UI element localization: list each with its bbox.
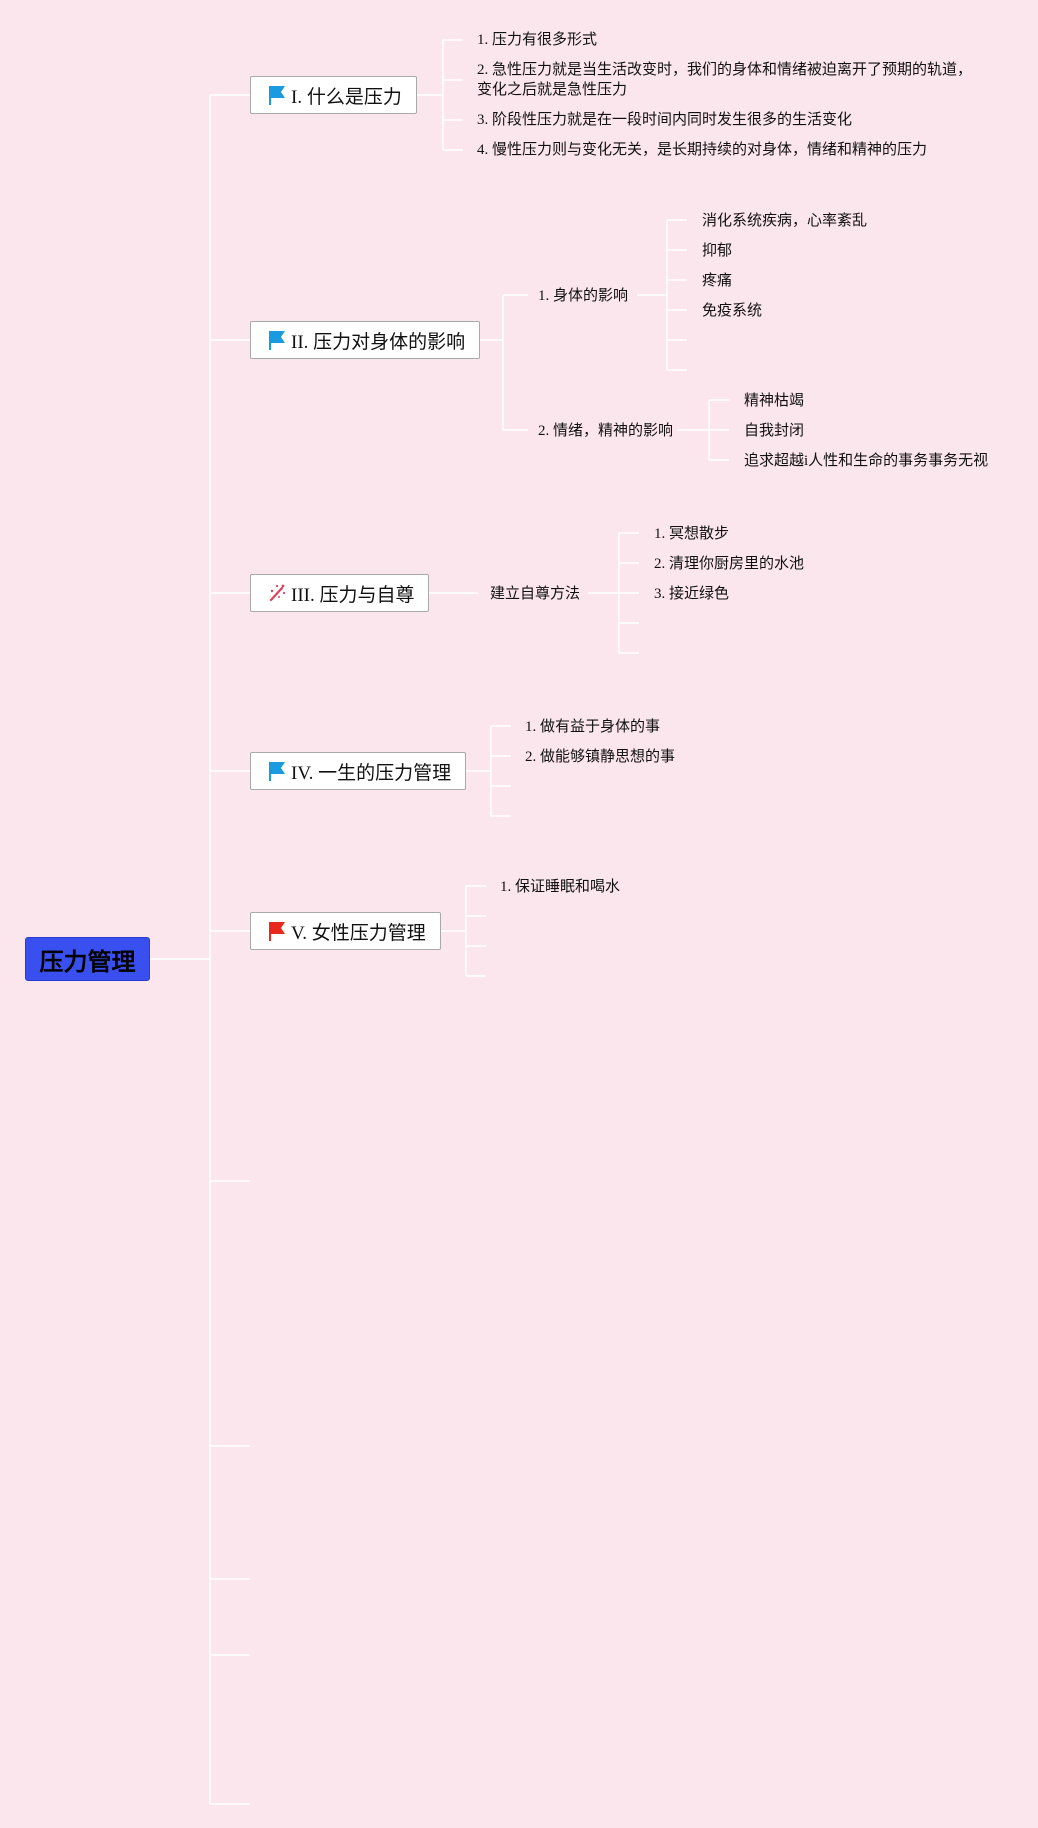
branch-label: III. 压力与自尊 — [291, 584, 415, 606]
list-item[interactable]: 4. 慢性压力则与变化无关，是长期持续的对身体，情绪和精神的压力 — [477, 142, 928, 158]
branch-label: I. 什么是压力 — [291, 86, 402, 108]
list-item[interactable]: 抑郁 — [702, 243, 733, 259]
branch-what-is-stress[interactable]: I. 什么是压力 — [250, 76, 417, 114]
branch-women-stress-management[interactable]: V. 女性压力管理 — [250, 912, 441, 950]
list-item[interactable]: 疼痛 — [702, 273, 733, 289]
blue-flag-icon — [269, 331, 285, 350]
list-item[interactable]: 2. 清理你厨房里的水池 — [654, 556, 805, 572]
list-item[interactable]: 1. 做有益于身体的事 — [525, 719, 661, 735]
branch-stress-and-self-esteem[interactable]: III. 压力与自尊 — [250, 574, 430, 612]
list-item[interactable]: 3. 阶段性压力就是在一段时间内同时发生很多的生活变化 — [477, 112, 853, 128]
branch-lifelong-stress-management[interactable]: IV. 一生的压力管理 — [250, 752, 467, 790]
branch-label: V. 女性压力管理 — [291, 922, 426, 944]
blue-flag-icon — [269, 762, 285, 781]
list-item[interactable]: 自我封闭 — [744, 423, 805, 439]
list-item[interactable]: 1. 压力有很多形式 — [477, 32, 598, 48]
list-item[interactable]: 消化系统疾病，心率紊乱 — [702, 213, 868, 229]
subtopic-emotional-effects[interactable]: 2. 情绪，精神的影响 — [538, 423, 674, 439]
red-flag-icon — [269, 922, 285, 941]
list-item[interactable]: 1. 冥想散步 — [654, 526, 730, 542]
list-item[interactable]: 3. 接近绿色 — [654, 586, 730, 602]
list-item[interactable]: 追求超越i人性和生命的事务事务无视 — [744, 453, 989, 469]
root-topic[interactable]: 压力管理 — [25, 937, 150, 981]
root-topic-label: 压力管理 — [39, 947, 136, 976]
subtopic-build-self-esteem[interactable]: 建立自尊方法 — [490, 586, 581, 602]
list-item[interactable]: 1. 保证睡眠和喝水 — [500, 879, 621, 895]
branch-label: II. 压力对身体的影响 — [291, 331, 466, 353]
list-item[interactable]: 精神枯竭 — [744, 393, 805, 409]
list-item[interactable]: 免疫系统 — [702, 303, 763, 319]
list-item[interactable]: 2. 急性压力就是当生活改变时，我们的身体和情绪被迫离开了预期的轨道，变化之后就… — [477, 62, 973, 98]
list-item[interactable]: 2. 做能够镇静思想的事 — [525, 749, 676, 765]
subtopic-physical-effects[interactable]: 1. 身体的影响 — [538, 288, 629, 304]
branch-label: IV. 一生的压力管理 — [291, 762, 452, 784]
blue-flag-icon — [269, 86, 285, 105]
magic-wand-icon — [269, 584, 286, 602]
branch-effects-on-body[interactable]: II. 压力对身体的影响 — [250, 321, 481, 359]
